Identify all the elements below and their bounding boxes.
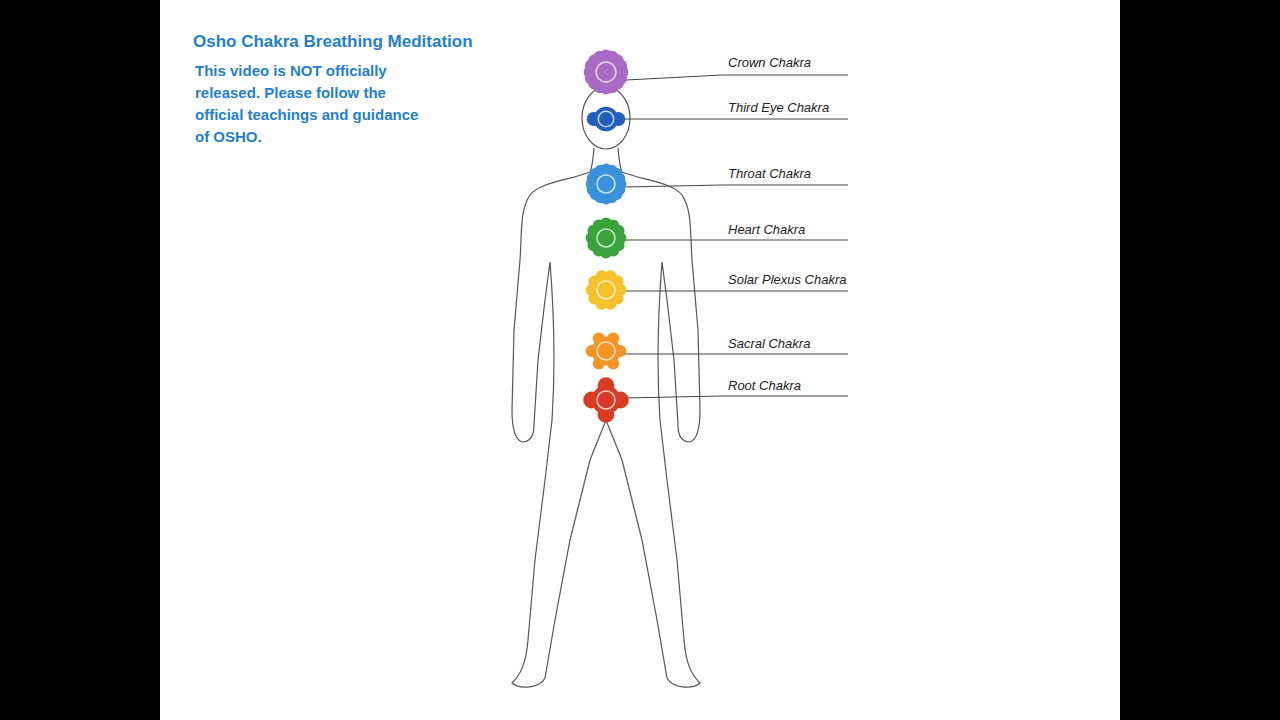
chakra-symbol [586,270,627,309]
chakra-label: Third Eye Chakra [728,100,829,115]
leader-line [626,75,848,80]
leader-line [624,291,848,292]
leader-line [624,185,848,187]
chakra-glyph [597,342,615,360]
chakra-glyph [596,62,616,82]
chakra-core [590,56,622,88]
body-silhouette [512,148,700,687]
chakra-glyph [597,229,615,247]
chakra-glyph [597,391,615,409]
chakra-label: Sacral Chakra [728,336,810,351]
disclaimer-note: This video is NOT officially released. P… [195,60,431,148]
chakra-symbol [583,377,629,423]
chakra-core [594,107,618,131]
chakra-core [592,276,621,305]
chakra-core [592,337,621,366]
chakra-symbol [586,218,627,259]
leader-line [624,396,848,398]
chakra-symbol [586,164,627,205]
chakra-symbol [587,107,626,131]
chakra-label: Throat Chakra [728,166,811,181]
chakra-label: Heart Chakra [728,222,805,237]
chakra-glyph [597,175,615,193]
chakra-core [592,224,621,253]
leader-line [624,240,848,241]
chakra-label: Solar Plexus Chakra [728,272,847,287]
chakra-symbol [584,50,629,95]
chakra-label: Root Chakra [728,378,801,393]
leader-line [622,119,848,120]
chakra-glyph [597,281,615,299]
chakra-symbols [583,50,629,423]
chakra-core [592,170,621,199]
diagram-title: Osho Chakra Breathing Meditation [193,32,473,52]
chakra-label: Crown Chakra [728,55,811,70]
leader-lines [622,75,848,398]
chakra-glyph [598,111,613,126]
head-outline [582,87,630,149]
body-outline [512,87,700,687]
chakra-symbol [586,333,627,370]
leader-line [624,354,848,355]
chakra-core [592,386,621,415]
